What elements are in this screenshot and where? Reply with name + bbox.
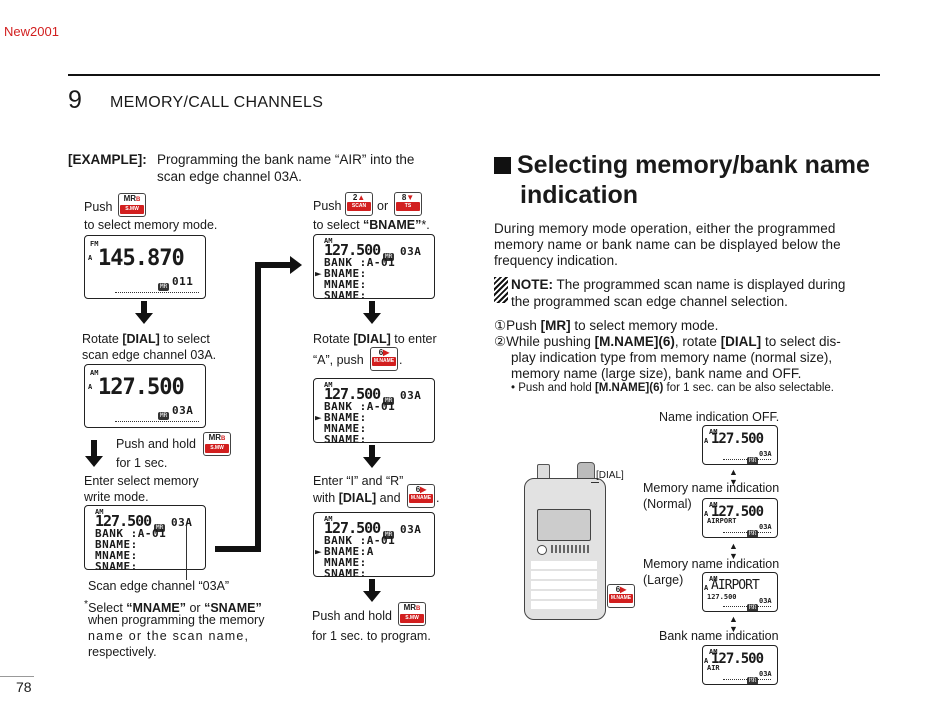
left-step2-text1: Rotate [DIAL] to select [82, 332, 210, 346]
left-note1: *Select “MNAME” or “SNAME” [84, 599, 262, 616]
key-8-ts: 8▼TS [394, 192, 422, 216]
connector-arrow [290, 256, 302, 274]
label-large-1: Memory name indication [643, 557, 780, 571]
period: . [436, 491, 440, 505]
left-step3-text3: Enter select memory [84, 474, 199, 488]
updown-arrow-icon: ▲▼ [729, 541, 738, 561]
step-2b: play indication type from memory name (n… [511, 350, 833, 365]
chapter-title: MEMORY/CALL CHANNELS [110, 94, 324, 111]
radio-body [524, 478, 606, 620]
footer-rule [0, 676, 34, 677]
lcd-bname-select: AM 127.500 MR 03A BANK :A-01 ► BNAME: MN… [313, 234, 435, 299]
note-2: the programmed scan edge channel selecti… [511, 294, 788, 309]
dial-pointer [591, 482, 599, 483]
left-step3-text4: write mode. [84, 490, 149, 504]
left-step3-text1: Push and hold [116, 437, 196, 451]
label-normal-1: Memory name indication [643, 481, 780, 495]
lcd-name-large: AM A AIRPORT 127.500 MR 03A [702, 572, 778, 612]
lcd-bname-air: AM 127.500 MR 03A BANK :A-01 ► BNAME:A M… [313, 512, 435, 577]
example-text-1: Programming the bank name “AIR” into the [157, 152, 415, 167]
page-number: 78 [16, 679, 32, 695]
arrow-stem [141, 301, 147, 314]
arrow-down [135, 313, 153, 324]
callout-text: Scan edge channel “03A” [88, 579, 230, 593]
left-step1-text: to select memory mode. [84, 218, 218, 232]
header-rule [68, 74, 880, 76]
left-note3: name or the scan name, [88, 629, 250, 643]
connector-v [255, 262, 261, 552]
arrow-stem [91, 440, 97, 457]
step-2c: memory name (large size), bank name and … [511, 366, 802, 381]
para-1: During memory mode operation, either the… [494, 221, 836, 236]
dial-label: [DIAL] [596, 470, 624, 481]
lcd-bname-a: AM 127.500 MR 03A BANK :A-01 ► BNAME: MN… [313, 378, 435, 443]
period: . [399, 353, 403, 367]
mid-step4-text2: for 1 sec. to program. [312, 629, 431, 643]
mid-step1-push: Push [313, 199, 342, 213]
arrow-stem [369, 579, 375, 592]
section-heading: Selecting memory/bank name [494, 150, 870, 180]
lcd-write-mode: AM 127.500 MR 03A BANK :A-01 BNAME: MNAM… [84, 505, 206, 570]
para-2: memory name or bank name can be displaye… [494, 237, 841, 252]
mid-step4-text1: Push and hold [312, 609, 392, 623]
arrow-down [363, 313, 381, 324]
bullet: • Push and hold [M.NAME](6) for 1 sec. c… [511, 382, 834, 394]
updown-arrow-icon: ▲▼ [729, 614, 738, 634]
mid-step3-text2: with [DIAL] and [313, 491, 401, 505]
example-label: [EXAMPLE]: [68, 152, 147, 167]
lcd-name-off: AM A 127.500 MR 03A [702, 425, 778, 465]
mid-step1-or: or [377, 199, 389, 213]
para-3: frequency indication. [494, 253, 618, 268]
mid-step3-text1: Enter “I” and “R” [313, 474, 404, 488]
step-1: ①Push [MR] to select memory mode. [494, 318, 719, 333]
arrow-down [363, 457, 381, 468]
key-2-scan: 2▲SCAN [345, 192, 373, 216]
note-hatch-icon [494, 277, 508, 303]
chapter-number: 9 [68, 86, 82, 114]
arrow-stem [369, 301, 375, 314]
note-1: NOTE: The programmed scan name is displa… [511, 277, 846, 292]
example-text-2: scan edge channel 03A. [157, 169, 302, 184]
arrow-stem [369, 445, 375, 458]
callout-line [186, 525, 187, 580]
key-6-mname: 6▶M.NAME [407, 484, 435, 508]
left-note4: respectively. [88, 645, 157, 659]
label-large-2: (Large) [643, 573, 684, 587]
lcd-scan-edge: AM A 127.500 MR 03A [84, 364, 206, 428]
step-2a: ②While pushing [M.NAME](6), rotate [DIAL… [494, 334, 841, 349]
left-step1-push: Push [84, 200, 113, 214]
mid-step1-text: to select “BNAME”*. [313, 218, 430, 232]
arrow-down [363, 591, 381, 602]
label-normal-2: (Normal) [643, 497, 692, 511]
key-6-mname: 6▶M.NAME [370, 347, 398, 371]
key-6-mname: 6▶M.NAME [607, 584, 635, 608]
updown-arrow-icon: ▲▼ [729, 467, 738, 487]
mid-step2-text2: “A”, push [313, 353, 364, 367]
left-note2: when programming the memory [88, 613, 265, 627]
arrow-down [85, 456, 103, 467]
label-bank: Bank name indication [659, 629, 779, 643]
section-heading-2: indication [520, 181, 639, 209]
connector-h [215, 546, 257, 552]
page-tag: New2001 [4, 24, 59, 39]
left-step3-text2: for 1 sec. [116, 456, 168, 470]
heading-square-icon [494, 157, 511, 174]
label-off: Name indication OFF. [659, 410, 780, 424]
mid-step2-text1: Rotate [DIAL] to enter [313, 332, 437, 346]
lcd-bank-name: AM A 127.500 AIR MR 03A [702, 645, 778, 685]
lcd-name-normal: AM A 127.500 AIRPORT MR 03A [702, 498, 778, 538]
lcd-memory-mode: FM A 145.870 MR 011 [84, 235, 206, 299]
left-step2-text2: scan edge channel 03A. [82, 348, 217, 362]
connector-top [255, 262, 291, 268]
